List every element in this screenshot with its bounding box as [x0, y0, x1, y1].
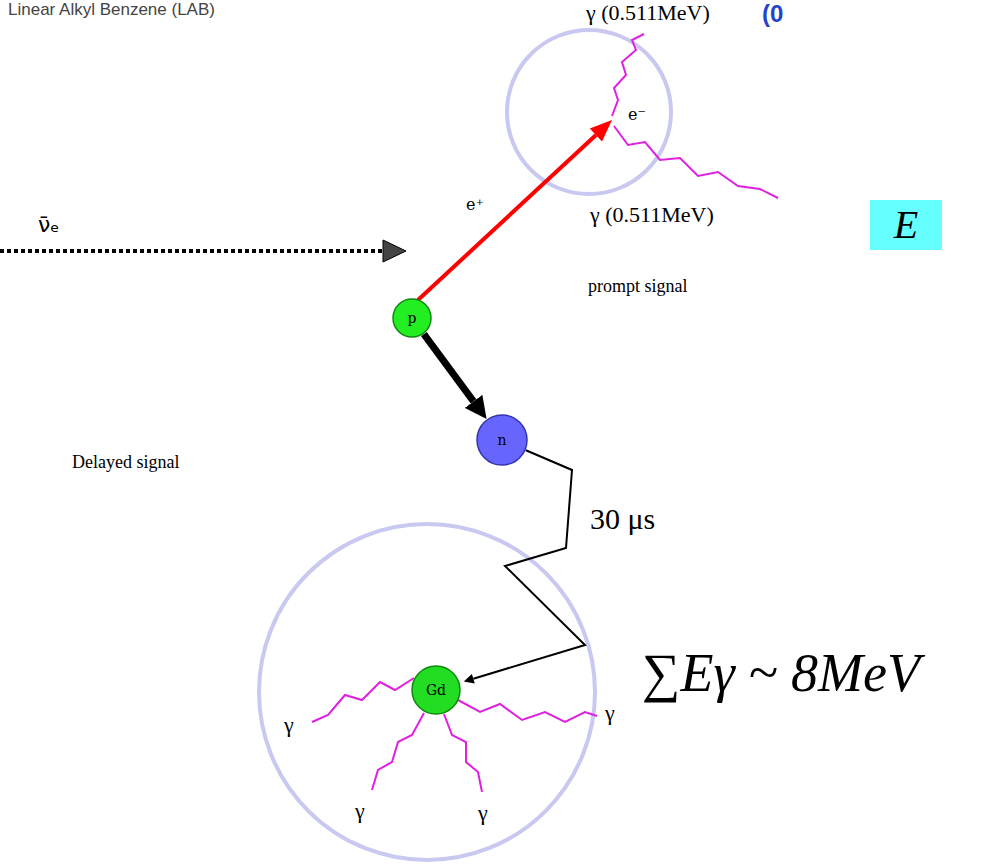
- particle-disc: [412, 666, 460, 714]
- formula-band: E: [870, 200, 942, 250]
- gamma-label: γ: [478, 800, 488, 825]
- prompt-region: [507, 30, 671, 194]
- particle-label: e⁺: [466, 196, 484, 214]
- delayed-region: [259, 524, 595, 860]
- conversion-arrow: [424, 334, 474, 401]
- band-rect: [870, 200, 942, 250]
- gamma-track: [312, 678, 414, 722]
- signal-label: Delayed signal: [72, 452, 179, 473]
- gamma-label: γ (0.511MeV): [586, 0, 710, 25]
- gamma-track: [612, 34, 644, 116]
- node-text: n: [497, 432, 506, 448]
- medium-label: Linear Alkyl Benzene (LAB): [8, 0, 215, 20]
- signal-label: prompt signal: [588, 276, 688, 297]
- node-text: Gd: [426, 682, 446, 698]
- gamma-label: γ: [605, 700, 615, 725]
- energy-fragment: (0: [762, 0, 783, 28]
- gamma-label: γ: [284, 712, 294, 737]
- particle-circle: p: [392, 298, 432, 338]
- particle-circle: Gd: [411, 665, 461, 715]
- neutron-path: [473, 450, 585, 678]
- node-text: p: [408, 310, 417, 326]
- antineutrino-track: [0, 249, 384, 253]
- positron-track: [418, 135, 596, 300]
- particle-disc: [393, 299, 431, 337]
- time-label: 30 μs: [590, 502, 655, 537]
- particle-label: e⁻: [628, 106, 646, 124]
- gamma-track: [444, 714, 482, 792]
- antineutrino-arrowhead: [383, 240, 406, 262]
- gamma-track: [614, 126, 778, 198]
- particle-circle: n: [476, 414, 528, 466]
- gamma-track: [372, 713, 424, 790]
- particle-label: ν̄ₑ: [38, 212, 59, 237]
- particle-disc: [477, 415, 527, 465]
- node-text: E: [894, 202, 918, 248]
- positron-arrowhead: [590, 120, 612, 142]
- gamma-label: γ (0.511MeV): [590, 202, 714, 227]
- gamma-track: [458, 700, 597, 722]
- gamma-label: γ: [355, 798, 365, 823]
- energy-sum: ∑Eγ ~ 8MeV: [642, 642, 920, 704]
